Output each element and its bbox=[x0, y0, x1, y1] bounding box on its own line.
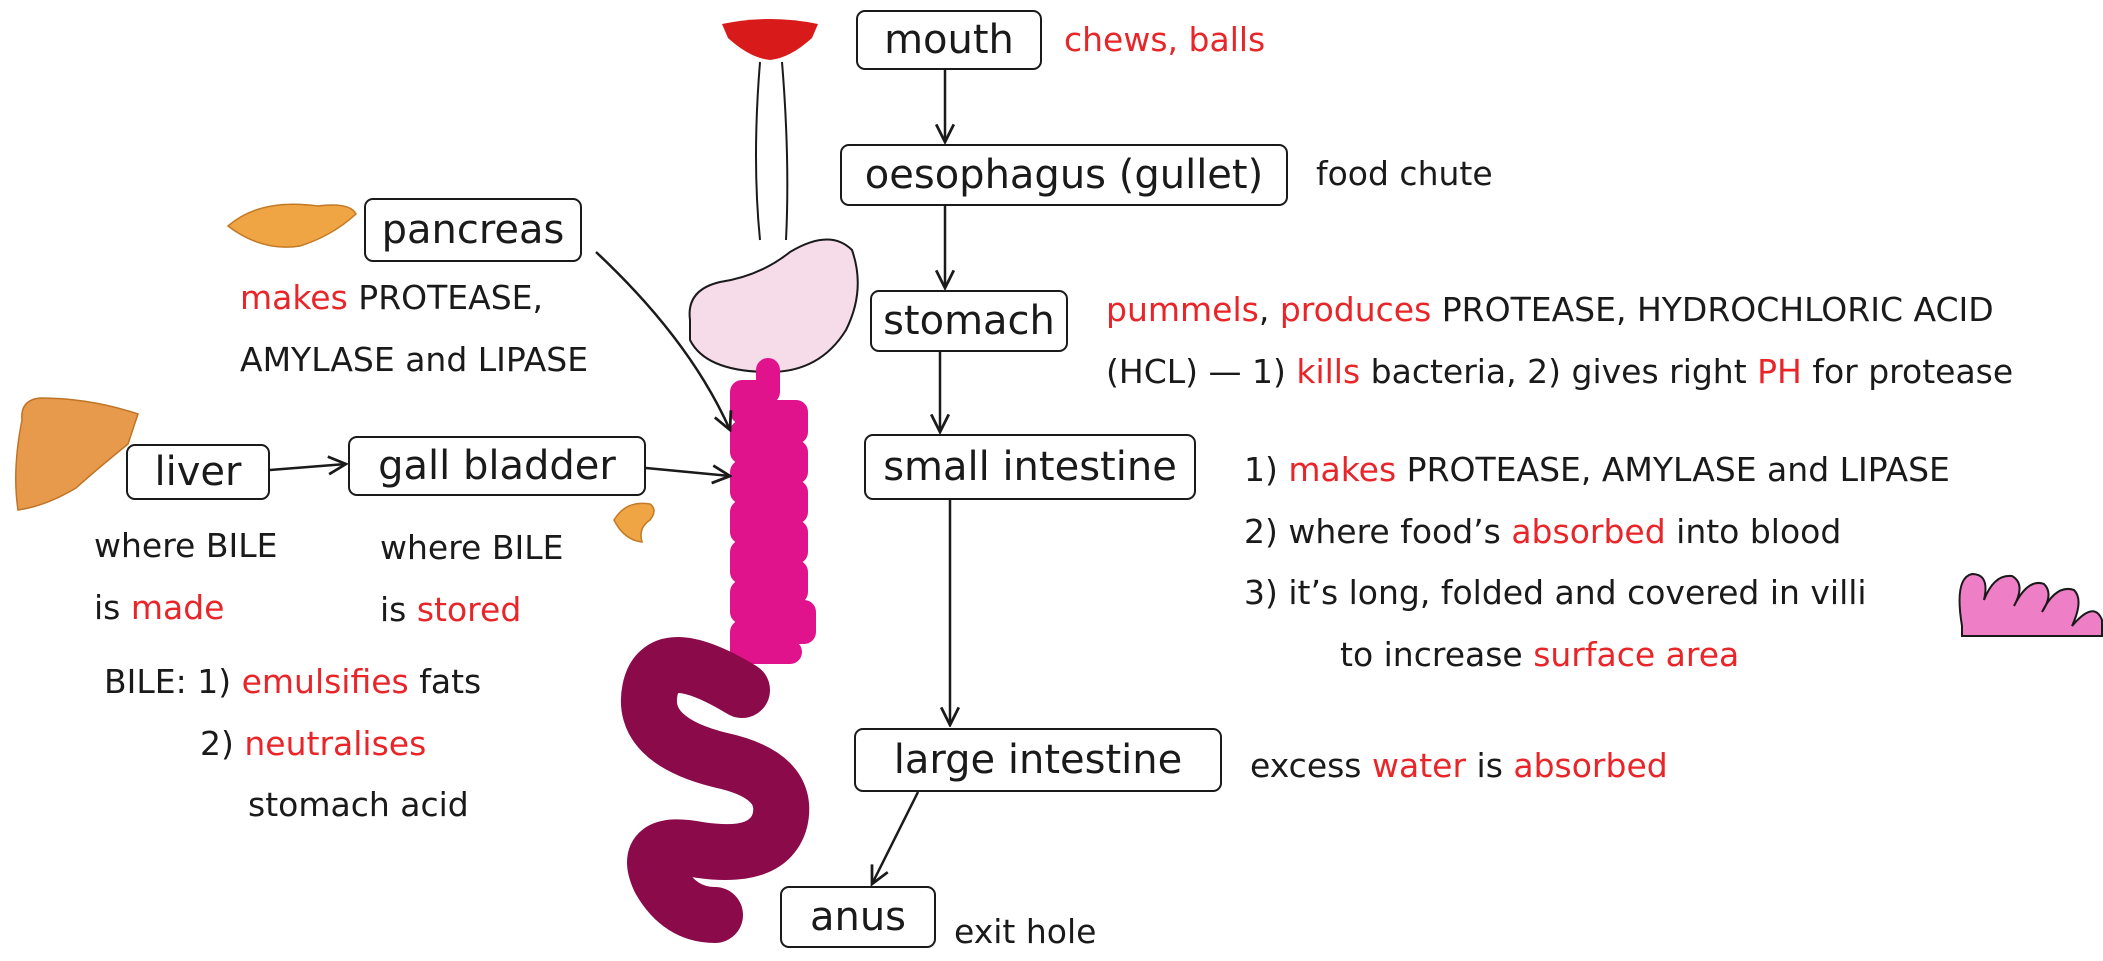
pancreas-note-protease: PROTEASE, bbox=[348, 278, 543, 317]
anus-label: anus bbox=[810, 897, 906, 937]
stomach-note-produces: produces bbox=[1280, 290, 1431, 329]
si-note-surface-area: surface area bbox=[1533, 635, 1739, 674]
bile-note-2-num: 2) bbox=[200, 724, 244, 763]
liver-note-line-2: is made bbox=[94, 588, 277, 628]
small-intestine-note-line-2: 2) where food’s absorbed into blood bbox=[1244, 512, 1950, 552]
small-intestine-illustration bbox=[742, 370, 804, 652]
liver-note-line-1: where BILE bbox=[94, 526, 277, 566]
stomach-label: stomach bbox=[883, 301, 1055, 341]
small-intestine-note-line-1: 1) makes PROTEASE, AMYLASE and LIPASE bbox=[1244, 450, 1950, 490]
si-note-villi: 3) it’s long, folded and covered in vill… bbox=[1244, 573, 1867, 612]
stomach-note-enzymes: PROTEASE, HYDROCHLORIC ACID bbox=[1431, 290, 1993, 329]
small-intestine-note-line-3: 3) it’s long, folded and covered in vill… bbox=[1244, 573, 1950, 613]
gall-bladder-illustration bbox=[614, 503, 654, 542]
mouth-note-sep: , bbox=[1168, 20, 1189, 59]
small-intestine-note-line-4: to increase surface area bbox=[1340, 635, 1950, 675]
liver-illustration bbox=[16, 398, 138, 510]
large-intestine-label: large intestine bbox=[894, 740, 1182, 780]
bile-note-line-2: 2) neutralises bbox=[200, 724, 481, 764]
pancreas-label: pancreas bbox=[382, 210, 565, 250]
li-note-water: water bbox=[1372, 746, 1466, 785]
stomach-note-kills: kills bbox=[1296, 352, 1360, 391]
si-note-enzymes: PROTEASE, AMYLASE and LIPASE bbox=[1396, 450, 1950, 489]
arrow-gall-bladder-to-intestine bbox=[646, 468, 730, 476]
gall-bladder-box: gall bladder bbox=[348, 436, 646, 496]
large-intestine-box: large intestine bbox=[854, 728, 1222, 792]
gall-bladder-note-is: is bbox=[380, 590, 417, 629]
oesophagus-note: food chute bbox=[1316, 154, 1493, 194]
gall-bladder-label: gall bladder bbox=[378, 446, 616, 486]
si-note-absorbed: absorbed bbox=[1511, 512, 1665, 551]
mouth-note-chews: chews bbox=[1064, 20, 1168, 59]
bile-note-neutralises: neutralises bbox=[244, 724, 426, 763]
large-intestine-note: excess water is absorbed bbox=[1250, 746, 1668, 786]
liver-note: where BILE is made bbox=[94, 526, 277, 627]
pancreas-note-makes: makes bbox=[240, 278, 348, 317]
stomach-box: stomach bbox=[870, 290, 1068, 352]
pancreas-box: pancreas bbox=[364, 198, 582, 262]
stomach-note-pummels: pummels bbox=[1106, 290, 1259, 329]
mouth-illustration bbox=[722, 19, 818, 60]
gall-bladder-note-stored: stored bbox=[417, 590, 521, 629]
liver-box: liver bbox=[126, 444, 270, 500]
small-intestine-box: small intestine bbox=[864, 434, 1196, 500]
arrow-liver-to-gall-bladder bbox=[270, 464, 346, 470]
pancreas-note-line-2: AMYLASE and LIPASE bbox=[240, 340, 588, 380]
mouth-note: chews, balls bbox=[1064, 20, 1265, 60]
si-note-to-increase: to increase bbox=[1340, 635, 1533, 674]
large-intestine-illustration bbox=[649, 665, 781, 915]
stomach-note-line-1: pummels, produces PROTEASE, HYDROCHLORIC… bbox=[1106, 290, 2013, 330]
pancreas-note: makes PROTEASE, AMYLASE and LIPASE bbox=[240, 278, 588, 379]
pancreas-note-line-1: makes PROTEASE, bbox=[240, 278, 588, 318]
oesophagus-label: oesophagus (gullet) bbox=[865, 155, 1263, 195]
small-intestine-note: 1) makes PROTEASE, AMYLASE and LIPASE 2)… bbox=[1244, 450, 1950, 674]
liver-label: liver bbox=[155, 452, 242, 492]
bile-note-emulsifies: emulsifies bbox=[242, 662, 409, 701]
bile-note-line-3: stomach acid bbox=[248, 785, 481, 825]
si-note-2-start: 2) where food’s bbox=[1244, 512, 1511, 551]
stomach-note-hcl: (HCL) — 1) bbox=[1106, 352, 1296, 391]
si-note-into-blood: into blood bbox=[1666, 512, 1842, 551]
mouth-box: mouth bbox=[856, 10, 1042, 70]
mouth-label: mouth bbox=[884, 20, 1014, 60]
li-note-is: is bbox=[1466, 746, 1513, 785]
stomach-note-sep: , bbox=[1259, 290, 1280, 329]
gall-bladder-note-line-2: is stored bbox=[380, 590, 563, 630]
si-note-1-num: 1) bbox=[1244, 450, 1288, 489]
oesophagus-box: oesophagus (gullet) bbox=[840, 144, 1288, 206]
gall-bladder-note-line-1: where BILE bbox=[380, 528, 563, 568]
stomach-illustration bbox=[690, 239, 858, 372]
stomach-note-bacteria: bacteria, 2) gives right bbox=[1360, 352, 1757, 391]
villi-illustration bbox=[1960, 574, 2102, 636]
mouth-note-balls: balls bbox=[1189, 20, 1266, 59]
gall-bladder-note: where BILE is stored bbox=[380, 528, 563, 629]
anus-note: exit hole bbox=[954, 912, 1096, 952]
arrow-large-intestine-to-anus bbox=[872, 792, 918, 884]
stomach-note: pummels, produces PROTEASE, HYDROCHLORIC… bbox=[1106, 290, 2013, 391]
small-intestine-label: small intestine bbox=[883, 447, 1177, 487]
oesophagus-tube-illustration bbox=[756, 62, 787, 240]
stomach-note-ph: PH bbox=[1757, 352, 1802, 391]
bile-note-fats: fats bbox=[409, 662, 481, 701]
li-note-excess: excess bbox=[1250, 746, 1372, 785]
si-note-makes: makes bbox=[1288, 450, 1396, 489]
bile-note: BILE: 1) emulsifies fats 2) neutralises … bbox=[104, 662, 481, 825]
bile-note-line-1: BILE: 1) emulsifies fats bbox=[104, 662, 481, 702]
stomach-note-line-2: (HCL) — 1) kills bacteria, 2) gives righ… bbox=[1106, 352, 2013, 392]
bile-note-label: BILE: 1) bbox=[104, 662, 242, 701]
li-note-absorbed: absorbed bbox=[1513, 746, 1667, 785]
liver-note-made: made bbox=[131, 588, 225, 627]
liver-note-is: is bbox=[94, 588, 131, 627]
pancreas-illustration bbox=[228, 204, 356, 247]
stomach-note-for-protease: for protease bbox=[1802, 352, 2013, 391]
anus-box: anus bbox=[780, 886, 936, 948]
